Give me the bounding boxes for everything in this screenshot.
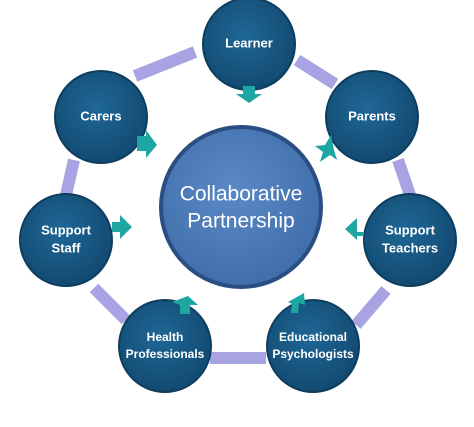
ring-connector-health-professionals-support-staff <box>89 283 131 325</box>
arrow-carers-icon <box>137 130 157 158</box>
arrow-health-professionals-icon <box>172 296 198 314</box>
arrow-support-teachers-icon <box>345 218 364 240</box>
node-support-staff-label-1: Support <box>41 222 91 237</box>
node-carers-label: Carers <box>80 108 121 123</box>
node-educational-psychologists-circle <box>266 299 360 393</box>
node-support-staff-circle <box>19 193 113 287</box>
arrow-educational-psychologists-icon <box>288 293 305 313</box>
ring-connector-parents-support-teachers <box>392 158 416 197</box>
node-health-professionals-circle <box>118 299 212 393</box>
node-support-staff: Support Staff <box>19 193 113 287</box>
ring-connectors <box>60 46 416 364</box>
arrows <box>112 86 364 314</box>
node-educational-psychologists-label-1: Educational <box>279 330 347 344</box>
node-health-professionals: Health Professionals <box>118 299 212 393</box>
ring-connector-support-staff-carers <box>60 158 80 197</box>
arrow-parents-icon <box>315 135 337 162</box>
node-educational-psychologists-label-2: Psychologists <box>272 347 354 361</box>
ring-connector-learner-parents <box>293 54 339 90</box>
node-health-professionals-label-1: Health <box>147 330 184 344</box>
center-circle <box>159 125 323 289</box>
node-support-teachers-circle <box>363 193 457 287</box>
node-parents-circle <box>325 70 419 164</box>
center-label-line2: Partnership <box>187 210 294 233</box>
node-support-teachers: Support Teachers <box>363 193 457 287</box>
node-support-staff-label-2: Staff <box>52 240 82 255</box>
node-educational-psychologists: Educational Psychologists <box>266 299 360 393</box>
node-learner: Learner <box>202 0 296 91</box>
arrow-support-staff-icon <box>112 215 132 239</box>
center-node: Collaborative Partnership <box>159 125 323 289</box>
node-parents-label: Parents <box>348 108 396 123</box>
center-label-line1: Collaborative <box>180 183 303 206</box>
ring-connector-carers-learner <box>132 46 198 82</box>
node-support-teachers-label-2: Teachers <box>382 240 438 255</box>
node-support-teachers-label-1: Support <box>385 222 435 237</box>
node-health-professionals-label-2: Professionals <box>126 347 205 361</box>
ring-connector-support-teachers-educational-psychologists <box>351 286 391 329</box>
node-carers-circle <box>54 70 148 164</box>
node-carers: Carers <box>54 70 148 164</box>
node-learner-label: Learner <box>225 35 273 50</box>
arrow-learner-icon <box>236 86 262 103</box>
node-parents: Parents <box>325 70 419 164</box>
